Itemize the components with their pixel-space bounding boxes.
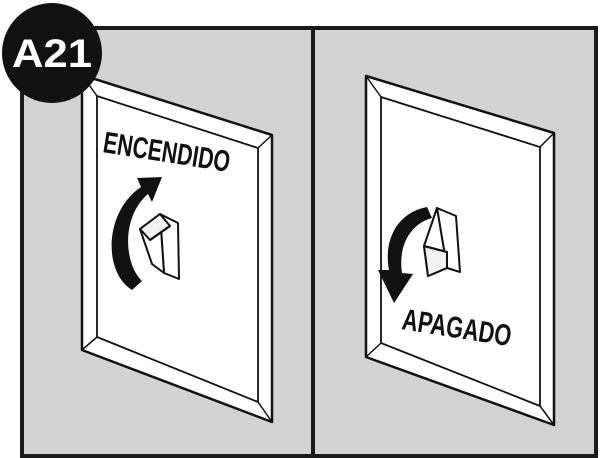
figure-badge: A21	[2, 3, 102, 103]
bevel-line	[539, 132, 555, 148]
panel-off: APAGADO	[364, 74, 556, 427]
bevel-line	[257, 401, 273, 423]
bevel-line	[81, 336, 98, 351]
rotate-down-arrow-icon	[378, 207, 432, 303]
bevel-line	[539, 405, 555, 426]
toggle-switch-on-icon	[139, 213, 180, 280]
bevel-line	[365, 342, 382, 358]
toggle-switch-off-icon	[423, 207, 461, 277]
badge-label: A21	[12, 32, 92, 76]
panel-on: ENCENDIDO	[80, 73, 274, 424]
rotate-up-arrow-icon	[111, 177, 162, 290]
bevel-line	[257, 134, 273, 149]
bevel-line	[365, 75, 382, 98]
